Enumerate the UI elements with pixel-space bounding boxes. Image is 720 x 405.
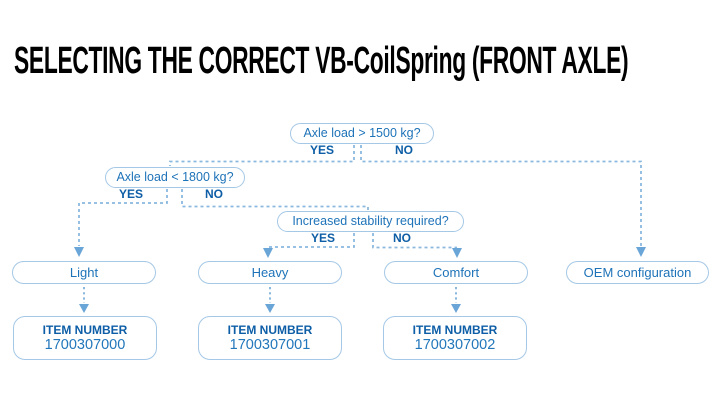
no-label-q3: NO [393, 231, 411, 245]
yes-label-q2: YES [118, 187, 144, 201]
no-label-q2: NO [205, 187, 223, 201]
edge-q3-yes [268, 233, 355, 248]
edge-q2-yes [78, 189, 168, 246]
edge-q3-no [372, 233, 457, 249]
item-number-box-comfort: ITEM NUMBER 1700307002 [383, 316, 527, 360]
result-label: Comfort [432, 265, 480, 280]
yes-label-q3: YES [310, 231, 336, 245]
result-box-comfort: Comfort [384, 261, 528, 284]
arrow-down-icon [79, 304, 89, 313]
question-box-axle-load-1800: Axle load < 1800 kg? [105, 167, 245, 188]
result-box-light: Light [12, 261, 156, 284]
item-number-value: 1700307001 [229, 336, 311, 353]
edge-q2-no [181, 189, 369, 211]
question-label: Increased stability required? [292, 214, 449, 229]
page-title: SELECTING THE CORRECT VB-CoilSpring (FRO… [14, 40, 629, 82]
result-label: Heavy [251, 265, 289, 280]
item-number-heading: ITEM NUMBER [227, 322, 313, 337]
arrow-down-icon [452, 248, 462, 258]
question-label: Axle load < 1800 kg? [116, 170, 234, 185]
item-number-heading: ITEM NUMBER [412, 322, 498, 337]
result-box-heavy: Heavy [198, 261, 342, 284]
arrow-down-icon [74, 247, 84, 257]
arrow-down-icon [451, 304, 461, 313]
edge-q1-no [360, 145, 642, 246]
yes-label-q1: YES [309, 143, 335, 157]
question-box-axle-load-1500: Axle load > 1500 kg? [290, 123, 434, 144]
result-label: OEM configuration [583, 265, 692, 280]
arrow-down-icon [263, 248, 273, 258]
result-box-oem-configuration: OEM configuration [566, 261, 709, 284]
question-label: Axle load > 1500 kg? [303, 126, 421, 141]
item-number-value: 1700307002 [414, 336, 496, 353]
item-number-value: 1700307000 [44, 336, 126, 353]
item-number-heading: ITEM NUMBER [42, 322, 128, 337]
arrow-down-icon [636, 247, 646, 257]
result-label: Light [69, 265, 99, 280]
arrow-down-icon [265, 304, 275, 313]
item-number-box-heavy: ITEM NUMBER 1700307001 [198, 316, 342, 360]
edge-q1-yes [169, 145, 355, 166]
item-number-box-light: ITEM NUMBER 1700307000 [13, 316, 157, 360]
question-box-stability: Increased stability required? [277, 211, 464, 232]
no-label-q1: NO [395, 143, 413, 157]
